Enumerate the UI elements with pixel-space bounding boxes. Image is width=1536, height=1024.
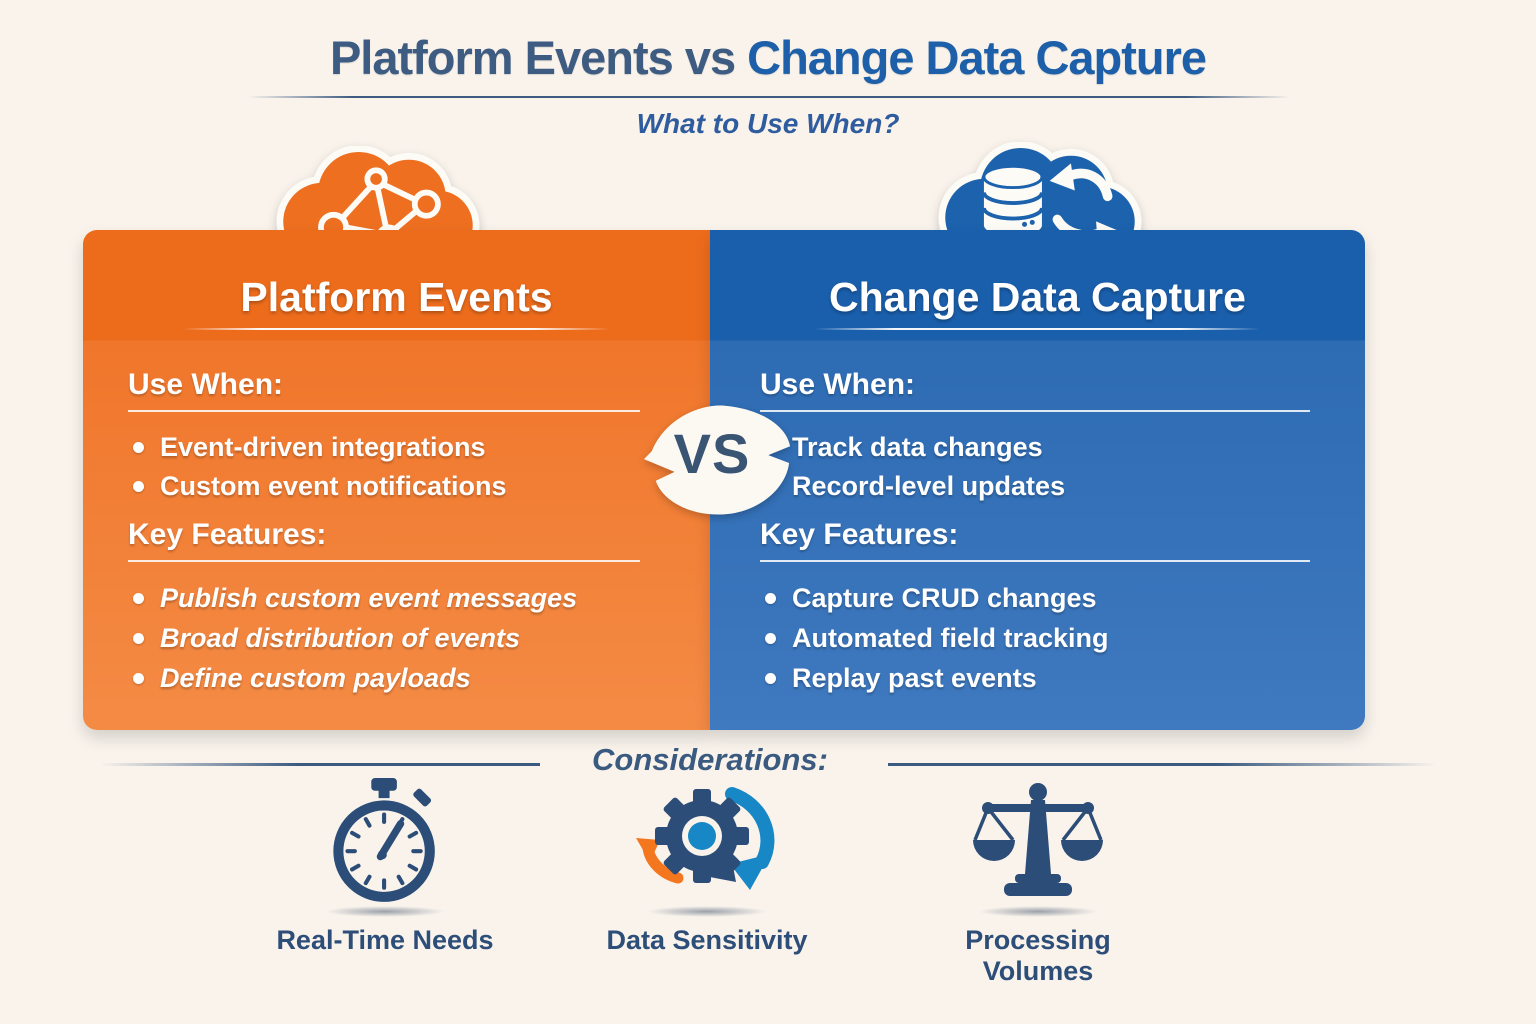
consideration-processing-volumes: Processing Volumes <box>908 778 1168 987</box>
bullet-dot <box>765 632 776 644</box>
use-when-list: Track data changes Record-level updates <box>765 428 1065 506</box>
use-when-list: Event-driven integrations Custom event n… <box>133 428 507 506</box>
key-features-heading: Key Features: <box>128 518 327 551</box>
list-item: Define custom payloads <box>133 658 577 698</box>
consideration-label: Processing Volumes <box>965 925 1111 986</box>
considerations-heading: Considerations: <box>592 742 828 777</box>
list-item-text: Replay past events <box>792 662 1037 693</box>
considerations-divider-left <box>100 763 540 766</box>
list-item: Publish custom event messages <box>133 578 577 618</box>
list-item-text: Publish custom event messages <box>160 582 578 613</box>
balance-scale-icon <box>973 783 1103 896</box>
list-item-text: Custom event notifications <box>160 471 507 501</box>
consideration-data-sensitivity: Data Sensitivity <box>577 778 837 956</box>
list-item-text: Record-level updates <box>792 471 1066 501</box>
platform-events-panel-title: Platform Events <box>240 274 553 320</box>
key-features-heading: Key Features: <box>760 518 959 551</box>
bullet-dot <box>765 592 776 604</box>
list-item-text: Event-driven integrations <box>160 432 486 462</box>
list-item-text: Track data changes <box>792 432 1043 462</box>
section-underline <box>128 560 640 562</box>
database-glyph <box>982 164 1044 236</box>
change-data-capture-panel: Change Data Capture Use When: Track data… <box>710 230 1365 730</box>
list-item: Event-driven integrations <box>133 428 507 467</box>
list-item-text: Automated field tracking <box>792 622 1109 653</box>
bullet-dot <box>133 481 144 492</box>
title-divider <box>248 96 1290 98</box>
vs-burst-shape <box>643 405 791 515</box>
consideration-label: Data Sensitivity <box>606 925 808 955</box>
consideration-label: Real-Time Needs <box>276 925 494 955</box>
bullet-dot <box>133 672 144 684</box>
icon-shadow <box>978 906 1098 917</box>
gear-sync-icon <box>636 787 775 890</box>
stopwatch-icon <box>333 778 435 902</box>
list-item: Record-level updates <box>765 467 1065 506</box>
database-sync-cloud-icon <box>938 142 1142 263</box>
bullet-dot <box>133 632 144 644</box>
panel-title-underline <box>814 328 1261 330</box>
use-when-heading: Use When: <box>128 368 284 401</box>
section-underline <box>760 410 1310 412</box>
list-item-text: Capture CRUD changes <box>792 582 1097 613</box>
list-item: Custom event notifications <box>133 467 507 506</box>
change-data-capture-panel-title: Change Data Capture <box>829 274 1246 320</box>
page-title-left: Platform Events vs <box>329 31 736 84</box>
section-underline <box>760 560 1310 562</box>
considerations-divider-right <box>888 763 1436 766</box>
consideration-real-time: Real-Time Needs <box>255 778 515 956</box>
bullet-dot <box>765 672 776 684</box>
icon-shadow <box>647 906 767 917</box>
list-item: Broad distribution of events <box>133 618 577 658</box>
key-features-list: Capture CRUD changes Automated field tra… <box>765 578 1109 698</box>
key-features-list: Publish custom event messages Broad dist… <box>133 578 577 698</box>
platform-events-panel: Platform Events Use When: Event-driven i… <box>83 230 710 730</box>
list-item: Capture CRUD changes <box>765 578 1109 618</box>
section-underline <box>128 410 640 412</box>
use-when-heading: Use When: <box>760 368 916 401</box>
panel-title-underline <box>183 328 610 330</box>
list-item: Automated field tracking <box>765 618 1109 658</box>
page-title-right: Change Data Capture <box>747 31 1207 84</box>
vs-label: VS <box>673 422 751 485</box>
icon-shadow <box>325 906 445 917</box>
page-subtitle: What to Use When? <box>636 108 900 139</box>
bullet-dot <box>133 442 144 453</box>
list-item-text: Define custom payloads <box>160 662 471 693</box>
vs-badge: VS <box>638 403 796 525</box>
list-item: Track data changes <box>765 428 1065 467</box>
list-item: Replay past events <box>765 658 1109 698</box>
bullet-dot <box>133 592 144 604</box>
list-item-text: Broad distribution of events <box>160 622 521 653</box>
